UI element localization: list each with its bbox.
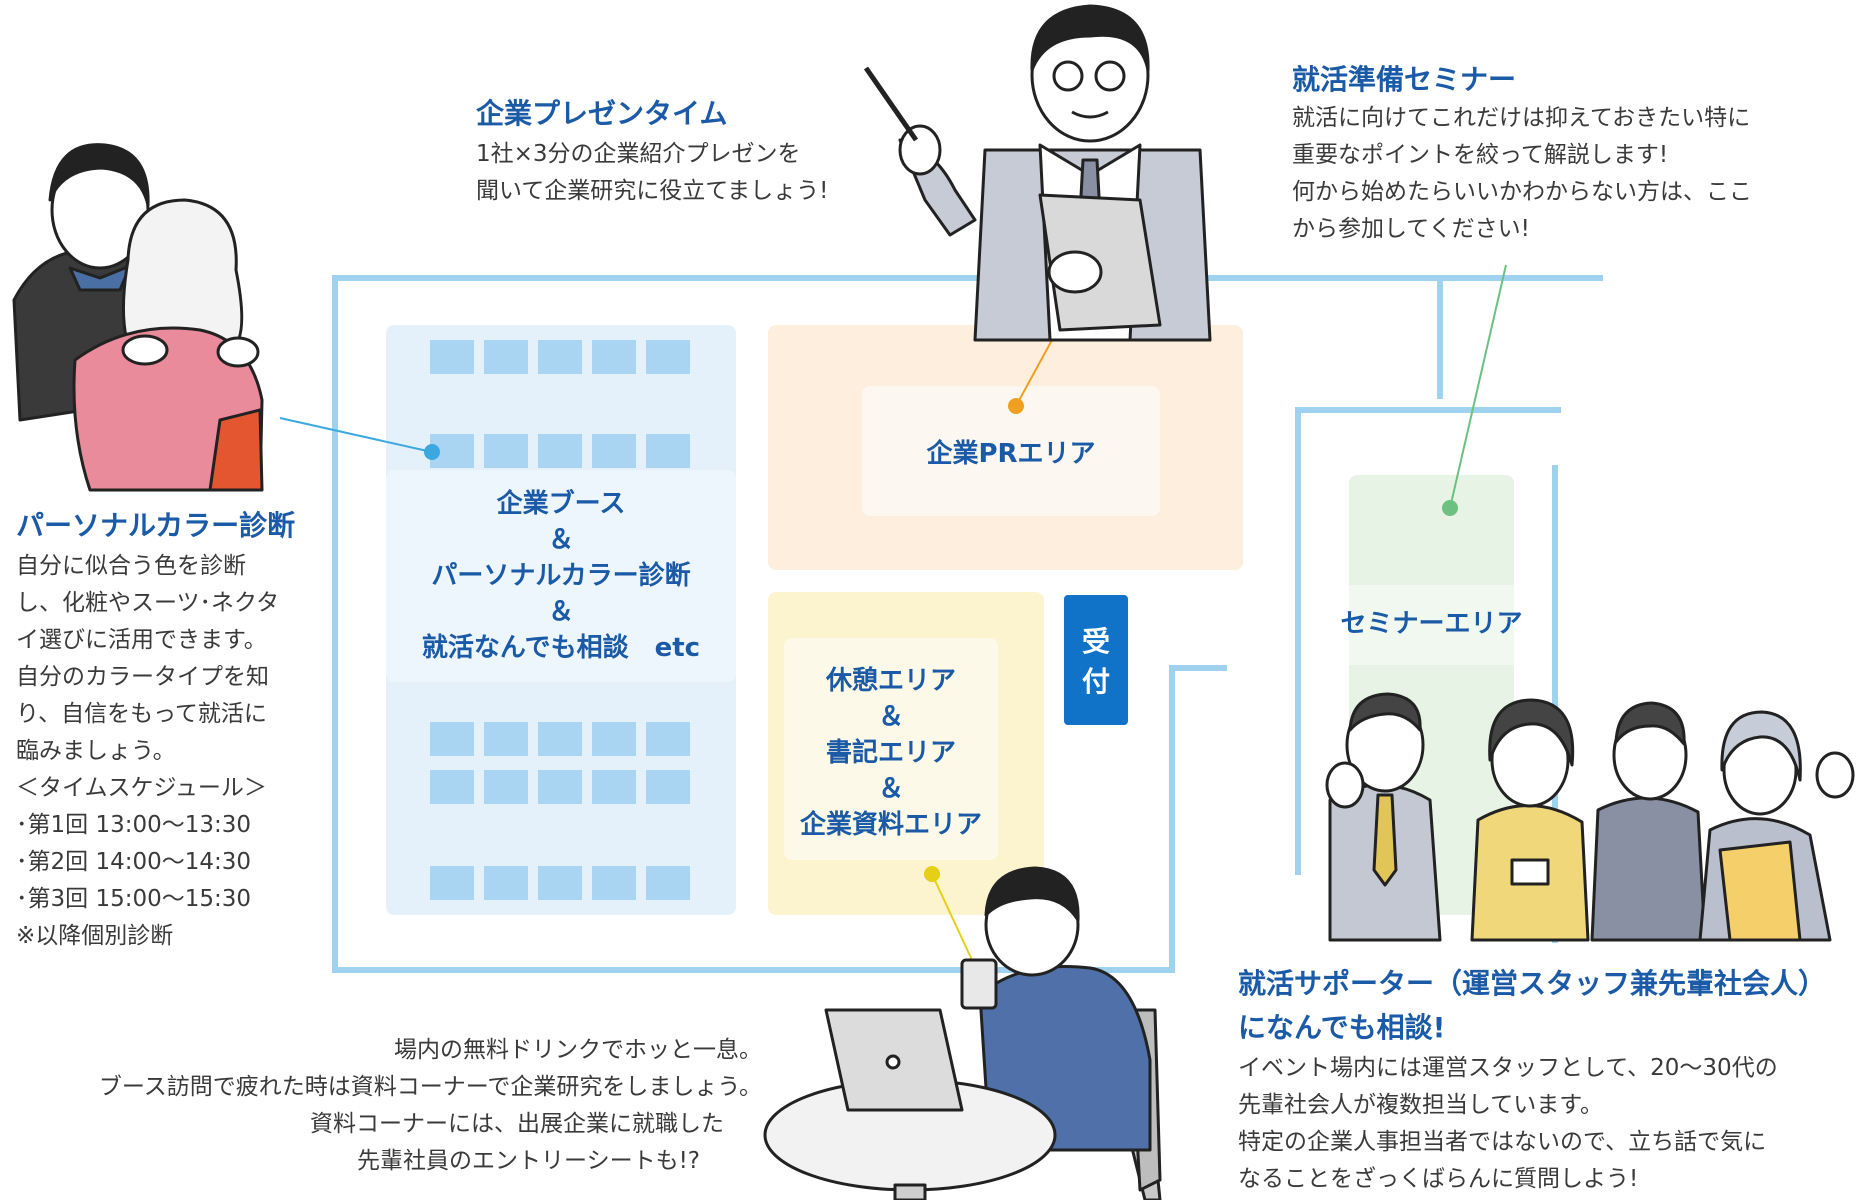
presentation-body: 1社×3分の企業紹介プレゼンを 聞いて企業研究に役立てましょう! [476, 136, 896, 210]
personal-color-line: ･第3回 15:00〜15:30 [16, 886, 252, 912]
seminar-title: 就活準備セミナー [1292, 63, 1517, 96]
presentation-line: 1社×3分の企業紹介プレゼンを [476, 141, 801, 167]
personal-color-line: ･第1回 13:00〜13:30 [16, 812, 252, 838]
personal-color-illustration [12, 143, 264, 492]
seminar-inner [1349, 585, 1514, 665]
pr-inner [862, 386, 1160, 516]
rest-line: 企業資料エリア [799, 810, 982, 840]
drink-line: ブース訪問で疲れた時は資料コーナーで企業研究をしましょう。 [98, 1074, 762, 1100]
personal-color-line: ※以降個別診断 [16, 923, 174, 949]
seminar-line: から参加してください! [1292, 216, 1530, 242]
leader-personal-color [279, 417, 433, 453]
seminar-line: 何から始めたらいいかわからない方は、ここ [1292, 179, 1752, 205]
supporter-line: なることをざっくばらんに質問しよう! [1238, 1166, 1639, 1192]
supporter-title-line: 就活サポーター（運営スタッフ兼先輩社会人） [1238, 967, 1827, 1000]
seminar-line: 就活に向けてこれだけは抑えておきたい特に [1292, 105, 1751, 131]
personal-color-line: ＜タイムスケジュール＞ [16, 775, 267, 801]
drink-line: 先輩社員のエントリーシートも!? [357, 1148, 700, 1174]
presentation-callout: 企業プレゼンタイム 1社×3分の企業紹介プレゼンを 聞いて企業研究に役立てましょ… [476, 96, 896, 210]
rest-area-label: 休憩エリア ＆ 書記エリア ＆ 企業資料エリア [784, 663, 998, 843]
staff-group-illustration [1325, 692, 1855, 942]
booth-label-panel [386, 470, 736, 682]
personal-color-callout: パーソナルカラー診断 自分に似合う色を診断 し、化粧やスーツ･ネクタ イ選びに活… [16, 508, 336, 955]
leader-seminar [1449, 264, 1507, 509]
supporter-callout: 就活サポーター（運営スタッフ兼先輩社会人） になんでも相談! イベント場内には運… [1238, 962, 1848, 1198]
drink-line: 場内の無料ドリンクでホッと一息。 [394, 1037, 762, 1063]
booth-line: パーソナルカラー診断 [431, 561, 691, 591]
personal-color-title: パーソナルカラー診断 [16, 509, 296, 542]
seminar-callout: 就活準備セミナー 就活に向けてこれだけは抑えておきたい特に 重要なポイントを絞っ… [1292, 62, 1852, 248]
supporter-title: 就活サポーター（運営スタッフ兼先輩社会人） になんでも相談! [1238, 962, 1848, 1050]
presentation-line: 聞いて企業研究に役立てましょう! [476, 178, 829, 204]
personal-color-line: 自分のカラータイプを知 [16, 664, 269, 690]
dot-blue [424, 444, 440, 460]
supporter-body: イベント場内には運営スタッフとして、20〜30代の 先輩社会人が複数担当していま… [1238, 1050, 1848, 1198]
reception-badge: 受 付 [1064, 595, 1128, 725]
booth-line: ＆ [547, 525, 574, 555]
booth-line: 企業ブース [496, 489, 626, 519]
rest-line: 書記エリア [825, 738, 956, 768]
supporter-line: イベント場内には運営スタッフとして、20〜30代の [1238, 1055, 1778, 1081]
personal-color-line: し、化粧やスーツ･ネクタ [16, 590, 280, 616]
presentation-title: 企業プレゼンタイム [476, 97, 728, 130]
personal-color-line: ･第2回 14:00〜14:30 [16, 849, 252, 875]
dot-green [1442, 500, 1458, 516]
personal-color-line: 臨みましょう。 [16, 738, 176, 764]
booth-line: 就活なんでも相談 etc [421, 633, 701, 663]
personal-color-line: り、自信をもって就活に [16, 701, 267, 727]
leader-pr [1015, 339, 1053, 407]
seminar-line: 重要なポイントを絞って解説します! [1292, 142, 1669, 168]
seminar-area-label: セミナーエリア [1340, 609, 1523, 639]
supporter-line: 先輩社会人が複数担当しています。 [1238, 1092, 1604, 1118]
personal-color-line: イ選びに活用できます。 [16, 627, 267, 653]
supporter-line: 特定の企業人事担当者ではないので、立ち話で気に [1238, 1129, 1767, 1155]
pr-area-label: 企業PRエリア [926, 439, 1096, 469]
reception-char: 付 [1081, 665, 1110, 698]
personal-color-body: 自分に似合う色を診断 し、化粧やスーツ･ネクタ イ選びに活用できます。 自分のカ… [16, 548, 336, 955]
supporter-title-line: になんでも相談! [1238, 1011, 1446, 1044]
leader-rest [931, 873, 973, 961]
presenter-illustration [863, 4, 1212, 342]
dot-yellow [924, 866, 940, 882]
reception-char: 受 [1081, 625, 1110, 658]
booth-area-label: 企業ブース ＆ パーソナルカラー診断 ＆ 就活なんでも相談 etc [386, 486, 736, 666]
personal-color-line: 自分に似合う色を診断 [16, 553, 246, 579]
seminar-body: 就活に向けてこれだけは抑えておきたい特に 重要なポイントを絞って解説します! 何… [1292, 100, 1852, 248]
drinking-man-illustration [763, 866, 1162, 1200]
drink-line: 資料コーナーには、出展企業に就職した [310, 1111, 724, 1137]
rest-line: ＆ [877, 702, 904, 732]
rest-line: ＆ [877, 774, 904, 804]
booth-tiles [430, 340, 690, 900]
dot-orange [1008, 398, 1024, 414]
booth-line: ＆ [547, 597, 574, 627]
rest-line: 休憩エリア [825, 666, 956, 696]
rest-inner [784, 638, 998, 860]
drink-callout: 場内の無料ドリンクでホッと一息。 ブース訪問で疲れた時は資料コーナーで企業研究を… [12, 1032, 762, 1180]
